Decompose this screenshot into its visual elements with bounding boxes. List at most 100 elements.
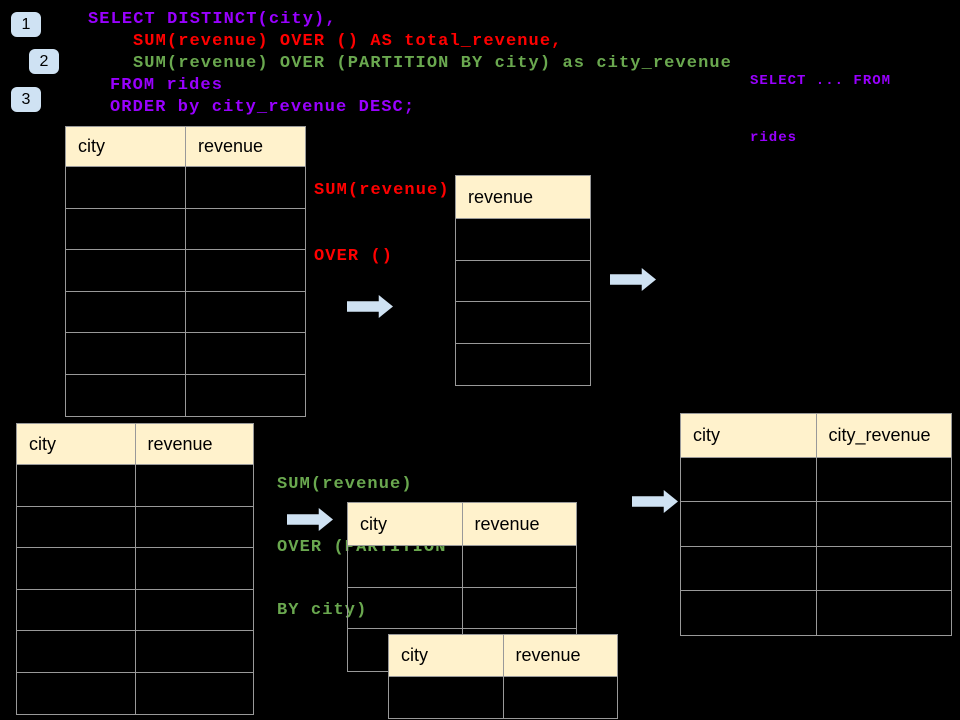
table-row <box>389 677 617 718</box>
column-header: city <box>17 424 136 464</box>
table-total-revenue-input: revenue <box>455 175 591 386</box>
table-row <box>17 631 253 673</box>
sql-line-from: FROM rides <box>110 76 224 95</box>
table-cell <box>66 291 186 332</box>
table-row <box>66 167 305 209</box>
table-cell <box>817 502 952 545</box>
table-row <box>66 333 305 375</box>
step-badge-2: 2 <box>29 49 59 74</box>
table-cell <box>817 547 952 590</box>
table-cell <box>681 458 817 502</box>
table-cell <box>66 167 186 208</box>
table-row <box>17 589 254 631</box>
annotation-line: SUM(revenue) <box>277 475 413 494</box>
table-cell <box>136 465 254 506</box>
table-cell <box>66 333 186 374</box>
flow-arrow-icon <box>610 268 656 291</box>
sql-line-order: ORDER by city_revenue DESC; <box>110 98 416 117</box>
table-row <box>681 458 952 503</box>
table-row <box>66 374 305 417</box>
sql-line-select: SELECT DISTINCT(city), <box>88 10 337 29</box>
table-row <box>681 502 952 547</box>
table-row <box>66 208 305 250</box>
table-cell <box>348 546 463 587</box>
table-cell <box>463 588 577 629</box>
table-row <box>17 465 253 507</box>
table-cell <box>17 548 136 589</box>
table-cell <box>504 677 618 718</box>
table-cell <box>136 507 254 548</box>
table-row <box>348 587 577 629</box>
table-cell <box>186 209 305 250</box>
column-header: city_revenue <box>816 414 951 457</box>
step-badge-1: 1 <box>11 12 41 37</box>
table-cell <box>66 250 186 291</box>
table-cell <box>136 673 254 715</box>
table-row <box>17 672 254 715</box>
table-cell <box>348 587 463 628</box>
table-cell <box>681 546 817 590</box>
table-cell <box>186 292 305 333</box>
annotation-total-revenue: SUM(revenue) OVER () <box>314 136 450 312</box>
column-header: revenue <box>503 635 617 676</box>
annotation-line: OVER () <box>314 247 394 266</box>
column-header: revenue <box>186 127 305 166</box>
table-cell <box>681 590 817 636</box>
table-cell <box>456 302 590 343</box>
table-row <box>456 261 590 302</box>
column-header: city <box>681 414 817 457</box>
table-cell <box>186 375 305 417</box>
table-header-row: revenue <box>456 176 590 219</box>
column-header: city <box>348 503 463 545</box>
column-header: city <box>389 635 504 676</box>
table-cell <box>17 465 136 506</box>
table-cell <box>681 502 817 546</box>
table-cell <box>456 344 590 386</box>
table-cell <box>817 591 952 635</box>
table-row <box>17 506 254 548</box>
table-cell <box>186 167 305 208</box>
table-row <box>681 546 952 591</box>
table-row <box>66 291 305 333</box>
table-cell <box>136 548 254 589</box>
table-cell <box>186 250 305 291</box>
flow-arrow-icon <box>632 490 678 513</box>
table-cell <box>17 506 136 547</box>
table-row <box>348 546 576 588</box>
side-note-line: rides <box>750 130 798 146</box>
table-cell <box>456 261 590 302</box>
table-cell <box>17 589 136 630</box>
column-header: revenue <box>135 424 253 464</box>
sql-line-partition: SUM(revenue) OVER (PARTITION BY city) as… <box>133 54 732 73</box>
table-cell <box>66 208 186 249</box>
table-cell <box>186 333 305 374</box>
column-header: revenue <box>462 503 576 545</box>
column-header: revenue <box>456 176 590 218</box>
side-note-line: SELECT ... FROM <box>750 73 892 89</box>
table-cell <box>17 672 136 714</box>
table-row <box>456 219 590 261</box>
annotation-line: BY city) <box>277 601 368 620</box>
table-cell <box>463 546 577 587</box>
table-cell <box>817 458 952 501</box>
table-row <box>456 344 590 386</box>
table-row <box>681 590 952 636</box>
sql-line-total: SUM(revenue) OVER () AS total_revenue, <box>133 32 563 51</box>
table-row <box>66 250 305 292</box>
table-cell <box>389 677 504 718</box>
step-badge-3: 3 <box>11 87 41 112</box>
side-note-select-from: SELECT ... FROM rides <box>750 34 891 186</box>
table-row <box>456 302 590 344</box>
table-cell <box>136 631 254 672</box>
table-cell <box>136 590 254 631</box>
table-cell <box>456 219 590 260</box>
